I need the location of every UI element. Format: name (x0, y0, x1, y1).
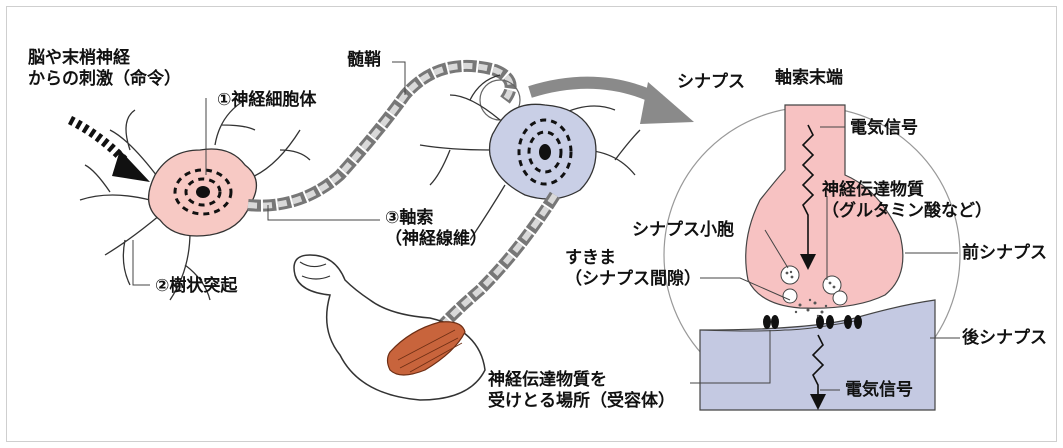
myelin-label: 髄鞘 (347, 50, 381, 70)
neuron-1 (79, 99, 311, 301)
axon-label: ③軸索 （神経線維） (385, 208, 487, 250)
neurotransmitter-label-line1: 神経伝達物質 (822, 180, 924, 200)
receptor-label-line2: 受けとる場所（受容体） (488, 391, 675, 411)
electric-signal-arrow-bottom (810, 334, 826, 410)
stimulus-label-line1: 脳や末梢神経 (28, 48, 130, 68)
neuron-2 (419, 74, 641, 241)
stimulus-label-line2: からの刺激（命令） (28, 69, 181, 89)
nucleus-1 (196, 186, 210, 198)
receptor-label-line1: 神経伝達物質を (488, 370, 607, 390)
synaptic-cleft-label-line1: すきま (565, 248, 616, 268)
synaptic-cleft-label: すきま （シナプス間隙） (565, 248, 701, 290)
electric-signal-bottom-label: 電気信号 (845, 380, 913, 400)
stimulus-label: 脳や末梢神経 からの刺激（命令） (28, 48, 181, 90)
electric-signal-arrow-top (800, 124, 816, 270)
synaptic-cleft-label-line2: （シナプス間隙） (565, 269, 701, 289)
postsynapse-label: 後シナプス (962, 328, 1047, 348)
electric-signal-top-label: 電気信号 (850, 118, 918, 138)
zoom-arrow (528, 76, 694, 124)
synaptic-vesicle-label: シナプス小胞 (632, 220, 734, 240)
receptor-label: 神経伝達物質を 受けとる場所（受容体） (488, 370, 675, 412)
synapse-label: シナプス (677, 72, 745, 92)
neurotransmitter-label-line2: （グルタミン酸など） (822, 201, 992, 221)
axon-label-line2: （神経線維） (385, 229, 487, 249)
arm-illustration (293, 254, 486, 401)
leader-lines (132, 61, 960, 391)
synaptic-vesicles (780, 265, 848, 318)
cell-body-label: ①神経細胞体 (217, 90, 317, 110)
stimulus-arrow (67, 115, 150, 182)
dendrite-label: ②樹状突起 (155, 276, 238, 296)
receptors (763, 315, 862, 329)
myelinated-axon-1 (247, 59, 521, 212)
axon-label-line1: ③軸索 (385, 208, 434, 228)
presynapse-terminal (745, 104, 904, 309)
neurotransmitter-label: 神経伝達物質 （グルタミン酸など） (822, 180, 992, 222)
presynapse-label: 前シナプス (962, 243, 1047, 263)
axon-terminal-label: 軸索末端 (775, 68, 843, 88)
nucleus-2 (539, 144, 551, 160)
